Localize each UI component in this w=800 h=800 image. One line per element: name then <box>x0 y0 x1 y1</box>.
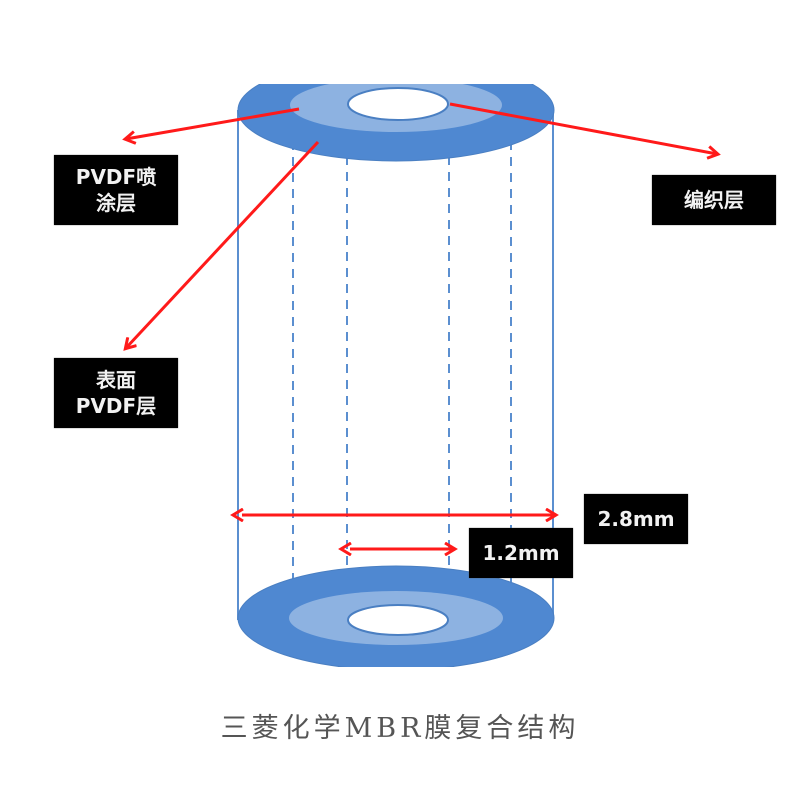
label-line: 编织层 <box>684 188 744 212</box>
label-pvdf-spray-coating: PVDF喷 涂层 <box>54 155 178 225</box>
arrow-woven <box>449 102 717 154</box>
label-line: PVDF喷 <box>75 165 157 189</box>
pointer-arrows <box>126 102 717 348</box>
dimension-value: 1.2mm <box>482 541 560 565</box>
figure-caption: 三菱化学MBR膜复合结构 <box>220 713 580 744</box>
label-surface-pvdf-layer: 表面 PVDF层 <box>54 358 178 428</box>
bottom-cross-section <box>237 565 555 667</box>
label-line: 涂层 <box>96 191 136 215</box>
label-outer-diameter: 2.8mm <box>584 494 688 544</box>
arrow-surface-pvdf <box>126 140 320 348</box>
label-woven-layer: 编织层 <box>652 175 776 225</box>
arrow-pvdf-spray <box>126 107 300 139</box>
label-inner-diameter: 1.2mm <box>469 528 573 578</box>
label-line: PVDF层 <box>75 394 157 418</box>
dimension-arrows <box>242 515 555 549</box>
label-line: 表面 <box>96 368 136 392</box>
dimension-value: 2.8mm <box>597 507 675 531</box>
